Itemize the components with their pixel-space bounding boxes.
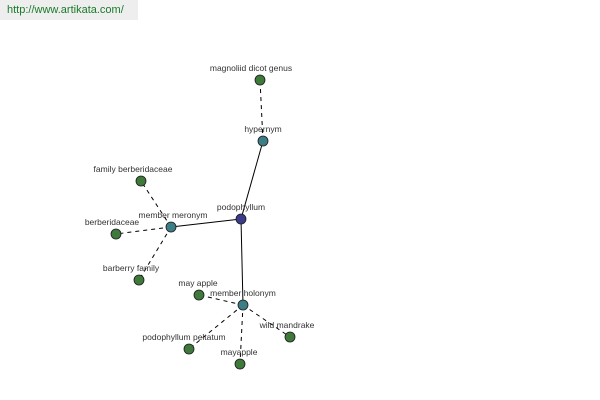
node-wild-mandrake[interactable] bbox=[284, 331, 296, 343]
node-family-berberidaceae[interactable] bbox=[135, 175, 147, 187]
edge-podophyllum-member-holonym bbox=[240, 218, 244, 306]
edge-member-holonym-podophyllum-peltatum bbox=[188, 304, 244, 350]
node-magnoliid-dicot-genus[interactable] bbox=[254, 74, 266, 86]
node-barberry-family[interactable] bbox=[133, 274, 145, 286]
edges-layer bbox=[115, 79, 291, 365]
node-label-berberidaceae[interactable]: berberidaceae bbox=[85, 217, 140, 227]
node-label-mayapple[interactable]: mayapple bbox=[221, 347, 258, 357]
edge-member-holonym-wild-mandrake bbox=[242, 304, 291, 338]
node-podophyllum[interactable] bbox=[235, 213, 247, 225]
node-label-family-berberidaceae[interactable]: family berberidaceae bbox=[94, 164, 173, 174]
node-label-magnoliid-dicot-genus[interactable]: magnoliid dicot genus bbox=[210, 63, 292, 73]
node-member-meronym[interactable] bbox=[165, 221, 177, 233]
node-label-member-meronym[interactable]: member meronym bbox=[139, 210, 208, 220]
node-label-podophyllum-peltatum[interactable]: podophyllum peltatum bbox=[142, 332, 225, 342]
edge-member-meronym-berberidaceae bbox=[115, 226, 172, 235]
node-label-wild-mandrake[interactable]: wild mandrake bbox=[259, 320, 315, 330]
site-url-link[interactable]: http://www.artikata.com/ bbox=[7, 4, 124, 16]
edge-member-holonym-mayapple bbox=[239, 304, 244, 365]
node-hypernym[interactable] bbox=[257, 135, 269, 147]
node-label-may-apple[interactable]: may apple bbox=[178, 278, 217, 288]
node-label-barberry-family[interactable]: barberry family bbox=[103, 263, 160, 273]
edge-hypernym-magnoliid-dicot-genus bbox=[259, 79, 264, 142]
node-label-podophyllum[interactable]: podophyllum bbox=[217, 202, 265, 212]
node-mayapple[interactable] bbox=[234, 358, 246, 370]
labels-layer: podophyllum hypernym magnoliid dicot genus… bbox=[85, 63, 315, 357]
nodes-layer bbox=[110, 74, 296, 370]
node-member-holonym[interactable] bbox=[237, 299, 249, 311]
node-podophyllum-peltatum[interactable] bbox=[183, 343, 195, 355]
edge-podophyllum-member-meronym bbox=[170, 218, 242, 228]
node-label-member-holonym[interactable]: member holonym bbox=[210, 288, 276, 298]
node-berberidaceae[interactable] bbox=[110, 228, 122, 240]
edge-podophyllum-hypernym bbox=[240, 140, 264, 220]
edge-member-meronym-barberry-family bbox=[138, 226, 172, 281]
node-may-apple[interactable] bbox=[193, 289, 205, 301]
node-label-hypernym[interactable]: hypernym bbox=[244, 124, 281, 134]
edge-member-meronym-family-berberidaceae bbox=[140, 180, 172, 228]
site-url-banner[interactable]: http://www.artikata.com/ bbox=[0, 0, 138, 20]
